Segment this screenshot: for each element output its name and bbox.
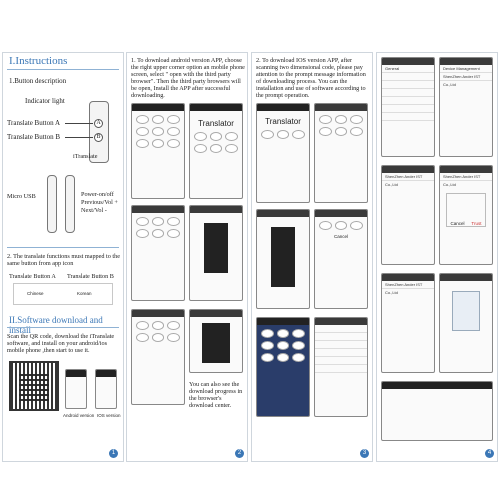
ios-trust-panel: General Device Management ShenZhen Ander…	[376, 52, 498, 462]
page-number-badge: 3	[360, 449, 369, 458]
android-screen-6	[189, 309, 243, 373]
ios-screen-4: Cancel	[314, 209, 368, 309]
device-management-row: Device Management	[440, 65, 492, 73]
indicator-light-label: Indicator light	[25, 97, 65, 105]
ios-company-screen-2: ShenZhen Ander IST Co.,Ltd	[381, 273, 435, 373]
ios-trust-dialog-screen: ShenZhen Ander IST Co.,Ltd Cancel Trust	[439, 165, 493, 265]
android-instruction: 1. To download android version APP, choo…	[131, 57, 245, 99]
android-phone-image	[65, 369, 87, 409]
section-title-instructions: I.Instructions	[9, 55, 68, 67]
ios-home-screen-final	[381, 381, 493, 441]
translator-device-front	[89, 101, 109, 163]
power-label: Power-on/off	[81, 191, 114, 198]
divider	[7, 327, 119, 328]
next-label: Next/Vol -	[81, 207, 107, 214]
company-name-row: ShenZhen Ander IST Co.,Ltd	[382, 281, 434, 295]
translator-device-side-right	[65, 175, 75, 233]
page-number-badge: 4	[485, 449, 494, 458]
button-description-heading: 1.Button description	[9, 77, 67, 85]
trust-button[interactable]: Trust	[471, 221, 482, 226]
brand-label: iTranslate	[73, 153, 98, 160]
cancel-text: Cancel	[333, 234, 348, 239]
app-name-text: Translator	[198, 119, 234, 128]
company-name-row: ShenZhen Ander IST Co.,Ltd	[440, 173, 492, 187]
language-a-label: Chinese	[27, 291, 44, 296]
ios-device-management-screen: Device Management ShenZhen Ander IST Co.…	[439, 57, 493, 157]
leader-line	[65, 123, 93, 124]
previous-label: Previous/Vol +	[81, 199, 118, 206]
android-screen-3	[131, 205, 185, 301]
button-b-icon: B	[94, 133, 103, 142]
scan-instruction: Scan the QR code, download the iTranslat…	[7, 333, 115, 354]
ios-download-panel: 2. To download IOS version APP, after sc…	[251, 52, 373, 462]
translate-button-b-label: Translate Button B	[7, 133, 61, 141]
button-a-icon: A	[94, 119, 103, 128]
general-row: General	[382, 65, 434, 73]
divider	[7, 69, 119, 70]
android-screen-2: Translator	[189, 103, 243, 199]
ios-screen-1: Translator	[256, 103, 310, 203]
language-bar	[13, 283, 113, 305]
cancel-button[interactable]: Cancel	[450, 221, 465, 226]
ios-screen-2	[314, 103, 368, 203]
ios-home-screen	[256, 317, 310, 417]
app-name-text: Translator	[265, 117, 301, 126]
ios-screen-3	[256, 209, 310, 309]
micro-usb-label: Micro USB	[7, 193, 36, 200]
divider	[7, 247, 119, 248]
leader-line	[65, 137, 93, 138]
ios-app-screen	[439, 273, 493, 373]
page-number-badge: 2	[235, 449, 244, 458]
translator-device-side-left	[47, 175, 57, 233]
map-button-a-label: Translate Button A	[9, 273, 56, 280]
qr-code-image	[9, 361, 59, 411]
android-screen-4	[189, 205, 243, 301]
ios-general-screen: General	[381, 57, 435, 157]
android-download-panel: 1. To download android version APP, choo…	[126, 52, 248, 462]
instructions-panel: I.Instructions 1.Button description Indi…	[2, 52, 124, 462]
ios-instruction: 2. To download IOS version APP, after sc…	[256, 57, 366, 99]
language-b-label: Korean	[77, 291, 92, 296]
trust-dialog: Cancel Trust	[446, 193, 486, 227]
company-name-row: ShenZhen Ander IST Co.,Ltd	[382, 173, 434, 187]
ios-phone-image	[95, 369, 117, 409]
page-number-badge: 1	[109, 449, 118, 458]
download-progress-note: You can also see the download progress i…	[189, 381, 243, 409]
section-title-software: II.Software download and install	[9, 315, 103, 335]
mapping-instruction: 2. The translate functions must mapped t…	[7, 253, 120, 267]
android-version-label: Android version	[63, 413, 95, 418]
ios-version-label: IOS version	[97, 413, 121, 418]
android-screen-1	[131, 103, 185, 199]
android-screen-5	[131, 309, 185, 405]
map-button-b-label: Translate Button B	[67, 273, 114, 280]
company-row: ShenZhen Ander IST Co.,Ltd	[440, 73, 492, 87]
ios-settings-screen	[314, 317, 368, 417]
translate-button-a-label: Translate Button A	[7, 119, 61, 127]
ios-company-screen-1: ShenZhen Ander IST Co.,Ltd	[381, 165, 435, 265]
